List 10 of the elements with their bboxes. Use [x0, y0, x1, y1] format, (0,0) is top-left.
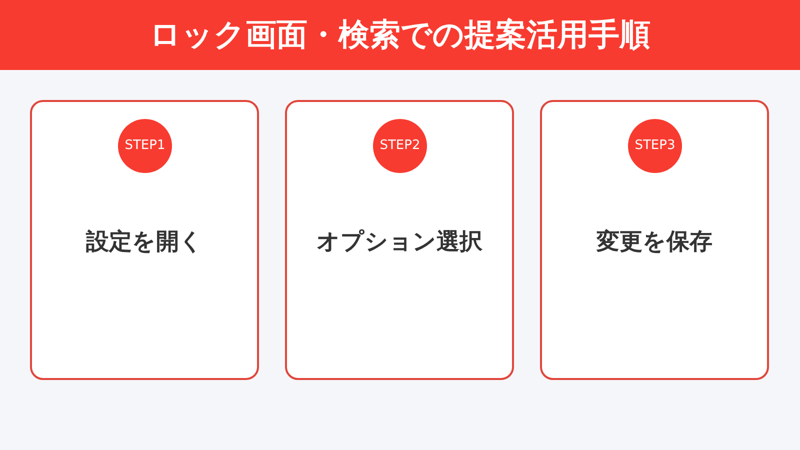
- step-number-circle: STEP1: [118, 119, 172, 173]
- step-number-circle: STEP3: [628, 119, 682, 173]
- step-card: [540, 100, 769, 380]
- step-card: [30, 100, 259, 380]
- title-banner: ロック画面・検索での提案活用手順: [0, 0, 800, 70]
- step-card: [285, 100, 514, 380]
- step-label: オプション選択: [316, 228, 484, 257]
- step-number-circle: STEP2: [373, 119, 427, 173]
- step-label: 変更を保存: [596, 228, 714, 257]
- step-label: 設定を開く: [84, 228, 204, 257]
